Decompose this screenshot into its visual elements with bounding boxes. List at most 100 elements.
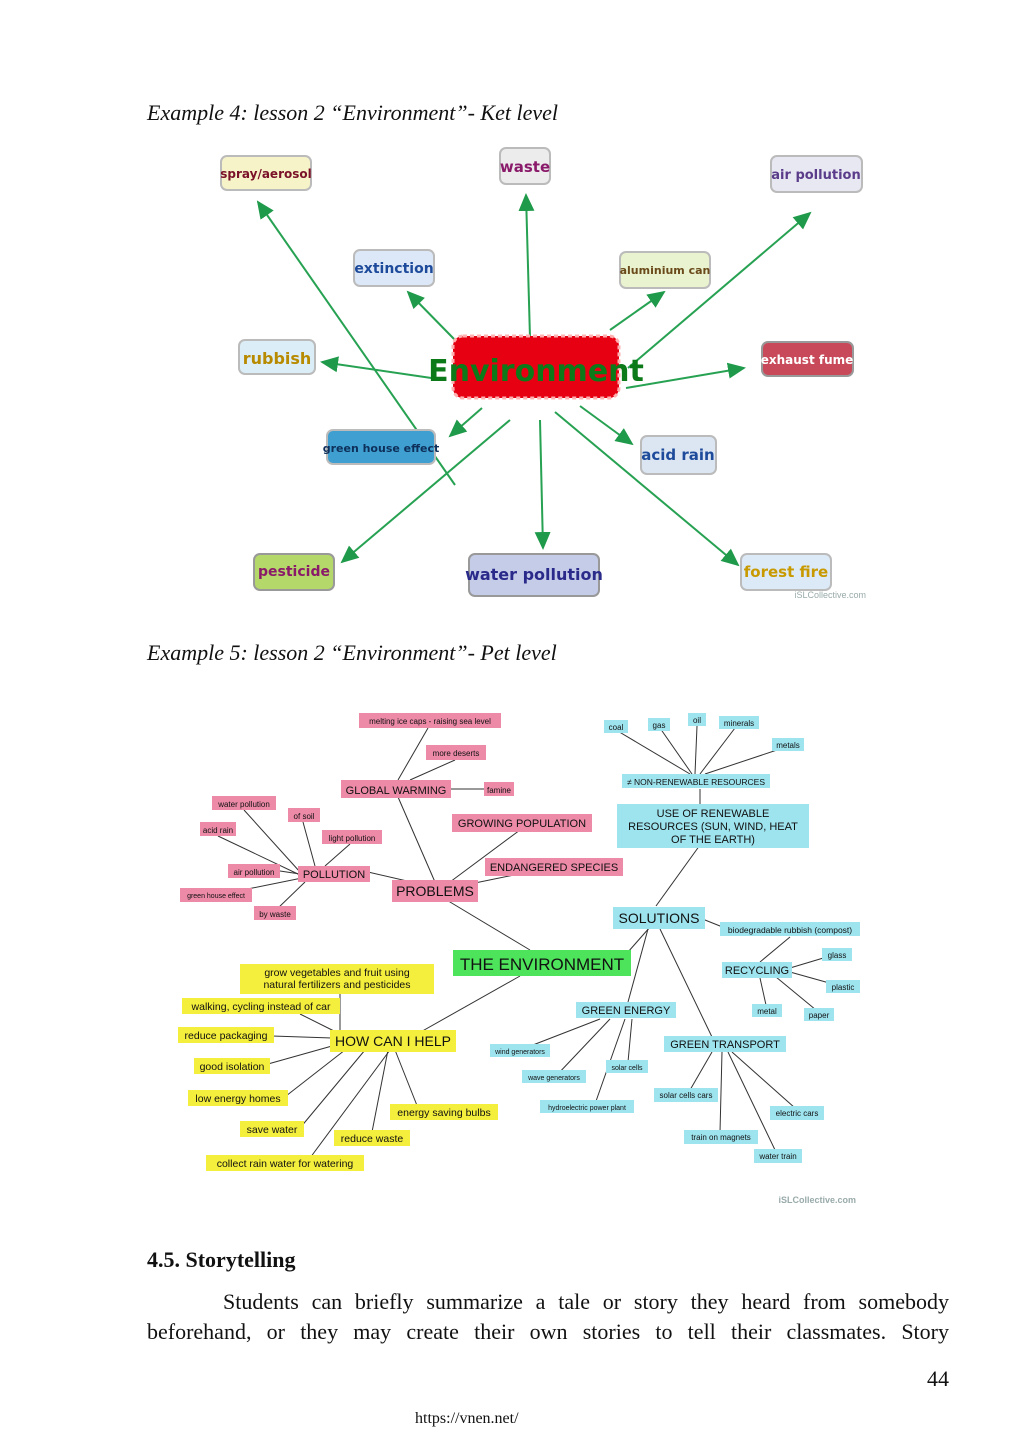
svg-text:spray/aerosol: spray/aerosol — [220, 167, 311, 181]
svg-text:green house effect: green house effect — [187, 893, 245, 900]
svg-text:GLOBAL WARMING: GLOBAL WARMING — [346, 785, 447, 797]
pet-node-pollution: POLLUTION — [298, 866, 370, 882]
pet-node-recycling: RECYCLING — [722, 962, 792, 978]
pet-node-grow-vegetables: grow vegetables and fruit using natural … — [240, 964, 434, 994]
svg-text:USE OF RENEWABLE: USE OF RENEWABLE — [657, 808, 770, 820]
svg-text:RESOURCES (SUN, WIND, HEAT: RESOURCES (SUN, WIND, HEAT — [628, 821, 798, 833]
svg-text:walking, cycling instead of ca: walking, cycling instead of car — [191, 1001, 331, 1013]
svg-text:wave generators: wave generators — [527, 1075, 580, 1082]
svg-text:wind generators: wind generators — [494, 1049, 545, 1056]
svg-text:plastic: plastic — [832, 983, 855, 992]
svg-text:GROWING POPULATION: GROWING POPULATION — [458, 818, 586, 830]
ket-node-air: air pollution — [770, 155, 863, 193]
svg-text:collect rain water for waterin: collect rain water for watering — [217, 1158, 354, 1170]
paragraph-text: Students can briefly summarize a tale or… — [147, 1289, 949, 1344]
svg-text:famine: famine — [487, 786, 512, 795]
pet-node-acid-rain: acid rain — [200, 822, 236, 836]
pet-node-walking: walking, cycling instead of car — [182, 998, 340, 1014]
ket-node-water: water pollution — [465, 553, 603, 597]
svg-text:POLLUTION: POLLUTION — [303, 869, 365, 881]
svg-text:GREEN TRANSPORT: GREEN TRANSPORT — [670, 1039, 780, 1051]
pet-node-energy-bulbs: energy saving bulbs — [390, 1104, 498, 1120]
pet-node-non-renewable: ≠ NON-RENEWABLE RESOURCES — [622, 774, 770, 788]
pet-node-reduce-waste: reduce waste — [334, 1130, 410, 1146]
pet-watermark: iSLCollective.com — [778, 1195, 856, 1205]
svg-text:water pollution: water pollution — [465, 565, 603, 584]
ket-node-aluminium: aluminium can — [619, 251, 711, 289]
section-paragraph: Students can briefly summarize a tale or… — [147, 1287, 949, 1347]
svg-text:GREEN ENERGY: GREEN ENERGY — [582, 1005, 671, 1017]
pet-node-water-train: water train — [754, 1149, 802, 1163]
pet-node-magnets: train on magnets — [684, 1130, 758, 1144]
svg-text:RECYCLING: RECYCLING — [725, 965, 789, 977]
ket-node-pesticide: pesticide — [253, 553, 335, 591]
svg-text:forest fire: forest fire — [744, 563, 828, 581]
ket-node-extinction: extinction — [353, 249, 435, 287]
footer-url[interactable]: https://vnen.net/ — [415, 1410, 519, 1427]
svg-text:of soil: of soil — [294, 812, 315, 821]
pet-center-node: THE ENVIRONMENT — [453, 950, 631, 976]
pet-node-melting: melting ice caps - raising sea level — [359, 713, 501, 728]
svg-text:coal: coal — [609, 723, 624, 732]
svg-text:water train: water train — [758, 1152, 796, 1161]
svg-text:reduce waste: reduce waste — [341, 1133, 404, 1145]
pet-node-wave-generators: wave generators — [522, 1070, 586, 1083]
svg-text:water pollution: water pollution — [217, 800, 270, 809]
svg-text:oil: oil — [693, 716, 701, 725]
pet-node-gas: gas — [648, 718, 670, 731]
pet-node-soil: of soil — [288, 808, 320, 822]
svg-text:acid rain: acid rain — [641, 446, 714, 464]
pet-node-glass: glass — [822, 948, 852, 961]
svg-text:metals: metals — [776, 741, 800, 750]
pet-node-low-energy: low energy homes — [188, 1090, 288, 1106]
ket-mind-map: Environment spray/aerosol waste air poll… — [220, 147, 866, 600]
pet-node-deserts: more deserts — [426, 745, 486, 760]
pet-node-reduce-packaging: reduce packaging — [178, 1027, 274, 1043]
svg-text:air pollution: air pollution — [771, 168, 860, 183]
svg-text:gas: gas — [653, 721, 666, 730]
svg-text:more deserts: more deserts — [433, 749, 480, 758]
svg-text:exhaust fume: exhaust fume — [761, 353, 854, 367]
ket-node-waste: waste — [499, 147, 551, 185]
svg-text:green house effect: green house effect — [323, 442, 440, 455]
svg-text:solar cells: solar cells — [611, 1065, 643, 1072]
svg-text:biodegradable rubbish (compost: biodegradable rubbish (compost) — [728, 925, 852, 935]
ket-center-label: Environment — [428, 354, 644, 389]
pet-node-metal: metal — [752, 1004, 782, 1017]
ket-center-node: Environment — [428, 334, 644, 400]
svg-text:light pollution: light pollution — [329, 834, 376, 843]
pet-node-air-pollution: air pollution — [228, 864, 280, 878]
pet-node-oil: oil — [688, 713, 706, 726]
svg-text:hydroelectric power plant: hydroelectric power plant — [548, 1105, 626, 1112]
svg-text:HOW CAN I HELP: HOW CAN I HELP — [335, 1033, 451, 1049]
pet-mind-map: THE ENVIRONMENT PROBLEMS SOLUTIONS HOW C… — [178, 713, 860, 1205]
pet-node-plastic: plastic — [826, 980, 860, 993]
example-5-caption: Example 5: lesson 2 “Environment”- Pet l… — [147, 640, 557, 665]
ket-node-greenhouse: green house effect — [323, 429, 440, 465]
section-heading: 4.5. Storytelling — [147, 1247, 296, 1272]
pet-node-solutions: SOLUTIONS — [613, 907, 705, 929]
svg-text:melting ice caps - raising sea: melting ice caps - raising sea level — [369, 717, 491, 726]
svg-text:low energy homes: low energy homes — [195, 1093, 280, 1105]
pet-node-hydroelectric: hydroelectric power plant — [540, 1100, 634, 1113]
svg-text:SOLUTIONS: SOLUTIONS — [619, 910, 700, 926]
svg-text:glass: glass — [828, 951, 847, 960]
pet-node-electric-cars: electric cars — [770, 1106, 824, 1120]
pet-node-paper: paper — [804, 1008, 834, 1021]
svg-text:by waste: by waste — [259, 910, 291, 919]
svg-text:reduce packaging: reduce packaging — [185, 1030, 268, 1042]
svg-text:air pollution: air pollution — [234, 868, 275, 877]
pet-node-coal: coal — [604, 720, 628, 733]
pet-node-green-transport: GREEN TRANSPORT — [664, 1036, 786, 1052]
svg-text:save water: save water — [247, 1124, 298, 1136]
svg-text:train on magnets: train on magnets — [691, 1133, 751, 1142]
svg-text:extinction: extinction — [354, 261, 433, 277]
pet-node-collect-rain: collect rain water for watering — [206, 1155, 364, 1171]
svg-text:rubbish: rubbish — [243, 349, 312, 368]
pet-node-endangered: ENDANGERED SPECIES — [485, 858, 623, 876]
pet-node-renewable: USE OF RENEWABLE RESOURCES (SUN, WIND, H… — [617, 804, 809, 848]
svg-text:aluminium can: aluminium can — [620, 264, 711, 277]
pet-node-by-waste: by waste — [254, 906, 296, 920]
svg-text:metal: metal — [757, 1007, 777, 1016]
pet-node-solar-cars: solar cells cars — [654, 1088, 718, 1102]
